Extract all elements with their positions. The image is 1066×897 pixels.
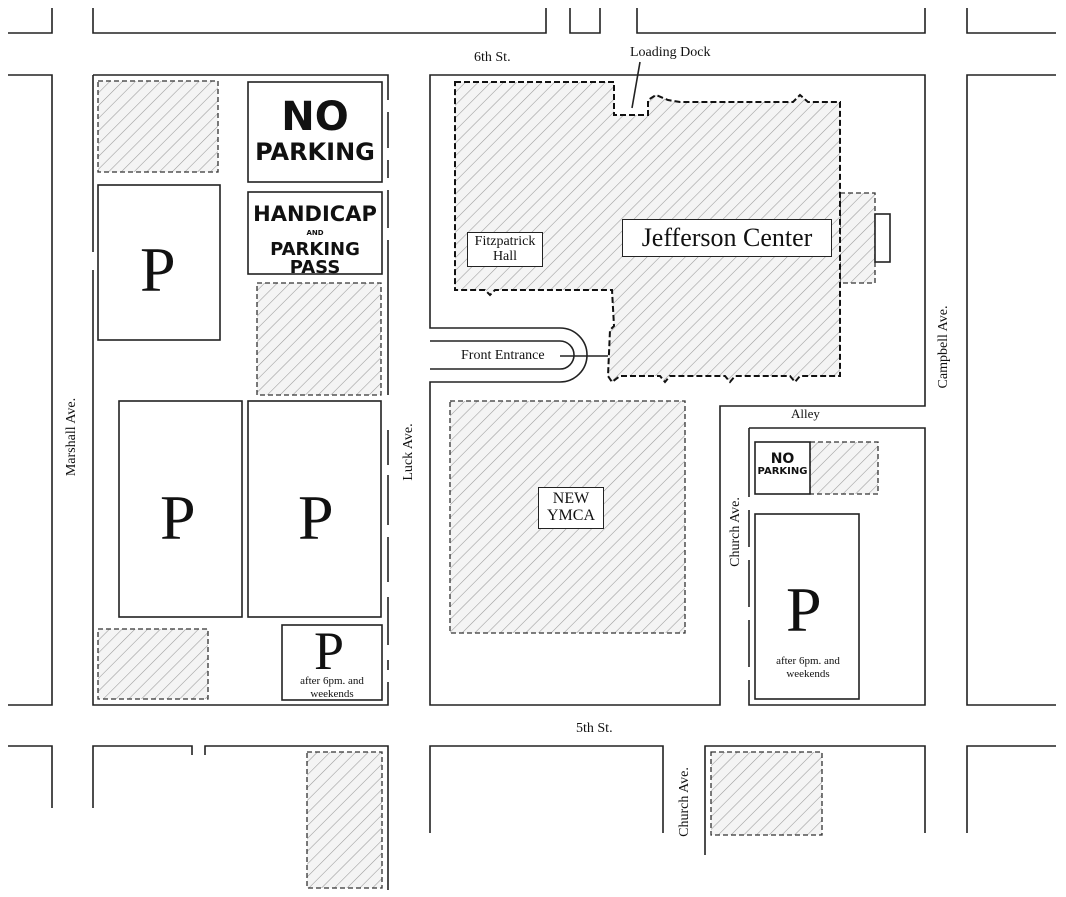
parking-symbol-center: P bbox=[298, 482, 334, 553]
label-new-ymca: NEW YMCA bbox=[538, 487, 604, 529]
middle-blocks bbox=[8, 74, 1056, 706]
callout-loading-dock: Loading Dock bbox=[630, 45, 711, 60]
parking-lots bbox=[97, 81, 891, 701]
sign-no-parking-line1: NO bbox=[281, 94, 349, 140]
sign-handicap-line3: PARKING PASS bbox=[270, 239, 360, 278]
sign-no-parking-small-line2: PARKING bbox=[757, 466, 808, 477]
callout-front-entrance: Front Entrance bbox=[461, 348, 545, 363]
street-church-south: Church Ave. bbox=[677, 767, 692, 837]
parking-symbol-southwest: P bbox=[160, 482, 196, 553]
street-church-north: Church Ave. bbox=[728, 497, 743, 567]
north-blocks bbox=[8, 8, 1056, 34]
parking-symbol-east: P bbox=[786, 574, 822, 645]
note-after-hours-east: after 6pm. and weekends bbox=[776, 655, 840, 681]
parking-symbol-west: P bbox=[140, 234, 176, 305]
street-campbell: Campbell Ave. bbox=[936, 305, 951, 389]
sign-handicap-line2: AND bbox=[306, 229, 324, 237]
note-after-hours-west: after 6pm. and weekends bbox=[300, 675, 364, 700]
sign-handicap-line1: HANDICAP bbox=[253, 202, 377, 226]
label-fitzpatrick-hall: Fitzpatrick Hall bbox=[467, 232, 543, 267]
street-marshall: Marshall Ave. bbox=[64, 397, 79, 477]
street-5th: 5th St. bbox=[576, 721, 613, 736]
sign-no-parking-line2: PARKING bbox=[255, 138, 375, 166]
sign-no-parking-small-line1: NO bbox=[770, 451, 795, 467]
label-jefferson-center: Jefferson Center bbox=[622, 219, 832, 257]
south-blocks bbox=[8, 745, 1056, 890]
street-alley: Alley bbox=[791, 406, 820, 421]
parking-symbol-after-hours: P bbox=[314, 621, 345, 681]
street-6th: 6th St. bbox=[474, 50, 511, 65]
callout-lines bbox=[560, 61, 641, 357]
street-luck: Luck Ave. bbox=[401, 423, 416, 481]
